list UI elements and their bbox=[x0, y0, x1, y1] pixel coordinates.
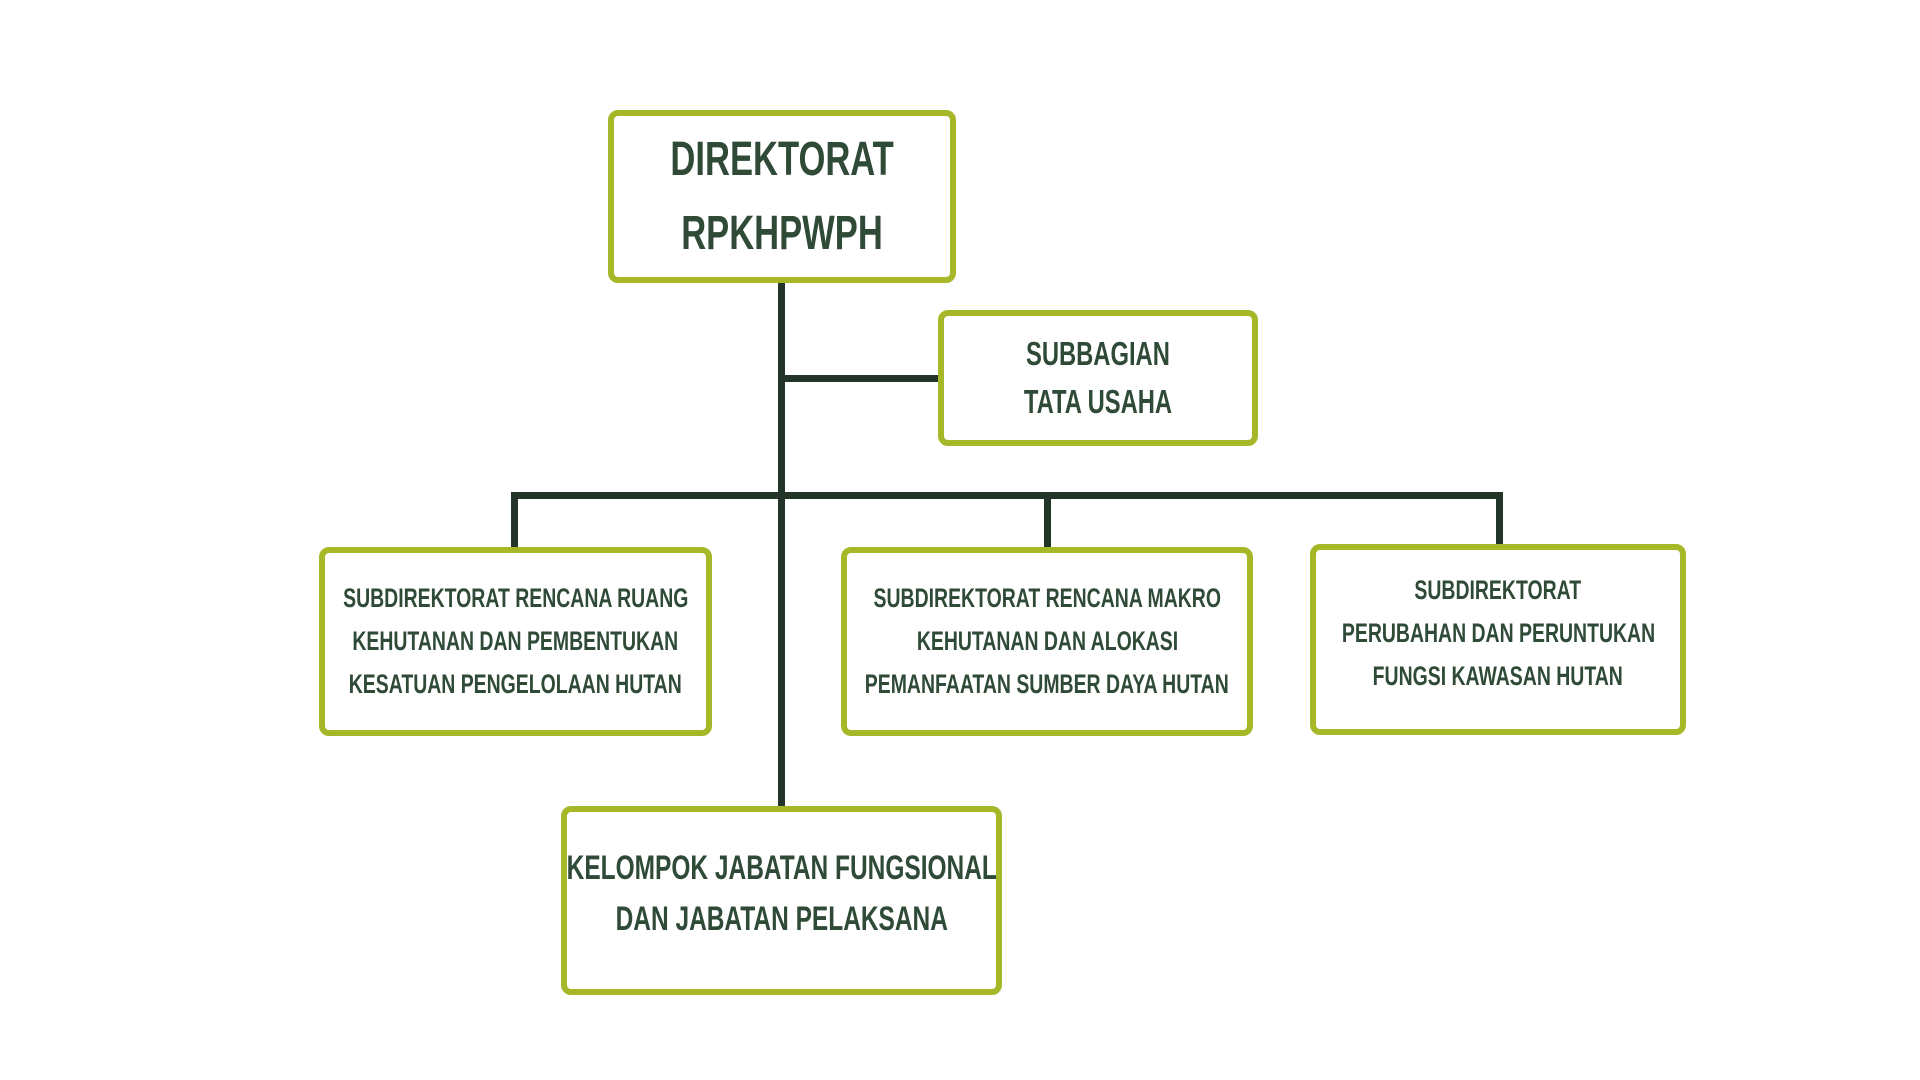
subdirectorate-box-2: SUBDIREKTORAT RENCANA MAKRO KEHUTANAN DA… bbox=[841, 547, 1253, 736]
staff-box: SUBBAGIAN TATA USAHA bbox=[938, 310, 1258, 446]
subdirectorate-line: PERUBAHAN DAN PERUNTUKAN bbox=[1341, 618, 1655, 648]
staff-line: SUBBAGIAN bbox=[1026, 335, 1170, 372]
functional-line: DAN JABATAN PELAKSANA bbox=[615, 899, 948, 938]
drop-connector-3 bbox=[1496, 492, 1503, 548]
subdirectorate-line: SUBDIREKTORAT RENCANA RUANG bbox=[342, 583, 689, 613]
staff-connector bbox=[781, 375, 941, 382]
subdirectorate-line: KEHUTANAN DAN ALOKASI bbox=[916, 626, 1178, 656]
subdirectorate-line: SUBDIREKTORAT RENCANA MAKRO bbox=[873, 583, 1221, 613]
staff-line: TATA USAHA bbox=[1023, 383, 1173, 420]
subdirectorate-line: KEHUTANAN DAN PEMBENTUKAN bbox=[352, 626, 679, 656]
director-box: DIREKTORAT RPKHPWPH bbox=[608, 110, 956, 283]
drop-connector-2 bbox=[1044, 492, 1051, 550]
director-line: DIREKTORAT bbox=[670, 132, 894, 186]
subdirectorate-box-3: SUBDIREKTORAT PERUBAHAN DAN PERUNTUKAN F… bbox=[1310, 544, 1686, 735]
trunk-connector bbox=[778, 280, 785, 808]
subdirectorate-line: PEMANFAATAN SUMBER DAYA HUTAN bbox=[865, 669, 1229, 699]
functional-line: KELOMPOK JABATAN FUNGSIONAL bbox=[566, 848, 997, 887]
subdirectorate-line: FUNGSI KAWASAN HUTAN bbox=[1372, 661, 1624, 691]
drop-connector-1 bbox=[511, 492, 518, 550]
director-line: RPKHPWPH bbox=[681, 206, 883, 260]
subdirectorate-line: SUBDIREKTORAT bbox=[1414, 575, 1582, 605]
functional-box: KELOMPOK JABATAN FUNGSIONAL DAN JABATAN … bbox=[561, 806, 1002, 995]
subdirectorate-box-1: SUBDIREKTORAT RENCANA RUANG KEHUTANAN DA… bbox=[319, 547, 712, 736]
horizontal-bus-connector bbox=[511, 492, 1503, 499]
subdirectorate-line: KESATUAN PENGELOLAAN HUTAN bbox=[349, 669, 682, 699]
